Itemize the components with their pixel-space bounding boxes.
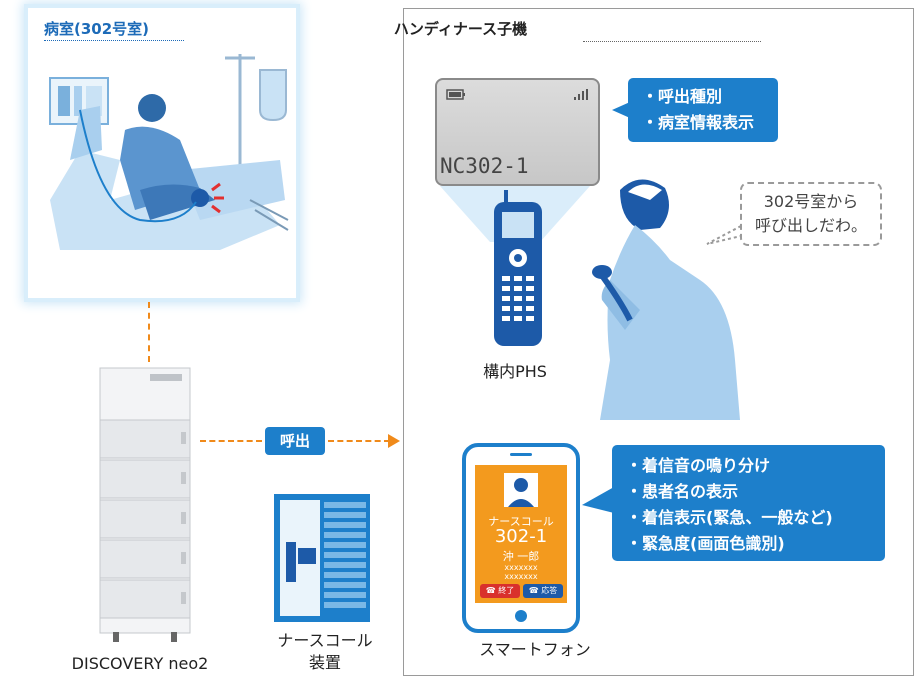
call-line-right bbox=[328, 440, 390, 442]
end-call-label: 終了 bbox=[498, 586, 515, 595]
nurse-illustration bbox=[592, 179, 740, 420]
battery-icon bbox=[446, 89, 465, 100]
server-label: DISCOVERY neo2 bbox=[71, 654, 209, 673]
smartphone-label: スマートフォン bbox=[479, 640, 591, 659]
phone-screen-name: 沖 一郎 bbox=[502, 550, 540, 563]
masked-line: xxxxxxx bbox=[504, 563, 538, 572]
phone-screen-masked: xxxxxxx xxxxxxx bbox=[475, 563, 567, 581]
phone-answer-icon: ☎ bbox=[528, 586, 542, 595]
phone-screen-title: ナースコール bbox=[488, 515, 554, 528]
handy-title: ハンディナース子機 bbox=[393, 20, 528, 38]
answer-call-button[interactable]: ☎ 応答 bbox=[523, 584, 563, 598]
phs-feature-item: ・呼出種別 bbox=[642, 87, 723, 106]
patient-bed-illustration bbox=[49, 54, 289, 250]
phs-feature-item: ・病室情報表示 bbox=[642, 113, 755, 132]
end-call-button[interactable]: ☎ 終了 bbox=[480, 584, 520, 598]
nurse-call-device-icon bbox=[274, 494, 370, 622]
nurse-speech-bubble: 302号室から 呼び出しだわ。 bbox=[740, 182, 882, 246]
signal-icon bbox=[574, 89, 588, 100]
room-connector-line bbox=[148, 302, 150, 362]
phone-screen-room: 302-1 bbox=[494, 526, 548, 547]
phs-screen-code: NC302-1 bbox=[440, 154, 529, 178]
room-title-underline bbox=[44, 40, 184, 41]
smartphone-feature-callout: ・着信音の鳴り分け ・患者名の表示 ・着信表示(緊急、一般など) ・緊急度(画面… bbox=[612, 445, 885, 561]
arrow-right-icon bbox=[388, 434, 400, 448]
answer-call-label: 応答 bbox=[541, 586, 558, 595]
call-line-left bbox=[200, 440, 262, 442]
nurse-call-label-line: 装置 bbox=[308, 653, 341, 672]
masked-line: xxxxxxx bbox=[504, 572, 538, 581]
handy-title-underline bbox=[583, 41, 761, 42]
call-badge: 呼出 bbox=[265, 427, 325, 455]
phs-feature-callout: ・呼出種別 ・病室情報表示 bbox=[628, 78, 778, 142]
discovery-server-icon bbox=[99, 367, 191, 642]
phs-handset-icon bbox=[494, 190, 542, 346]
call-alert-icon bbox=[211, 182, 224, 214]
phs-status-icons bbox=[446, 89, 588, 100]
callout-pointer bbox=[612, 102, 630, 118]
callout-pointer bbox=[582, 487, 614, 513]
phone-hangup-icon: ☎ bbox=[485, 586, 499, 595]
room-title: 病室(302号室) bbox=[44, 20, 150, 38]
speech-line: 302号室から bbox=[763, 192, 859, 211]
phs-label: 構内PHS bbox=[483, 362, 547, 381]
nurse-call-label-line: ナースコール bbox=[277, 631, 373, 650]
speech-line: 呼び出しだわ。 bbox=[754, 216, 867, 235]
speech-tail bbox=[706, 225, 742, 245]
nurse-call-label: ナースコール 装置 bbox=[255, 630, 395, 674]
person-avatar-icon bbox=[504, 473, 538, 507]
smartphone-feature-item: ・着信表示(緊急、一般など) bbox=[626, 508, 833, 527]
smartphone-feature-item: ・着信音の鳴り分け bbox=[626, 456, 771, 475]
smartphone-feature-item: ・緊急度(画面色識別) bbox=[626, 534, 785, 553]
smartphone-feature-item: ・患者名の表示 bbox=[626, 482, 739, 501]
